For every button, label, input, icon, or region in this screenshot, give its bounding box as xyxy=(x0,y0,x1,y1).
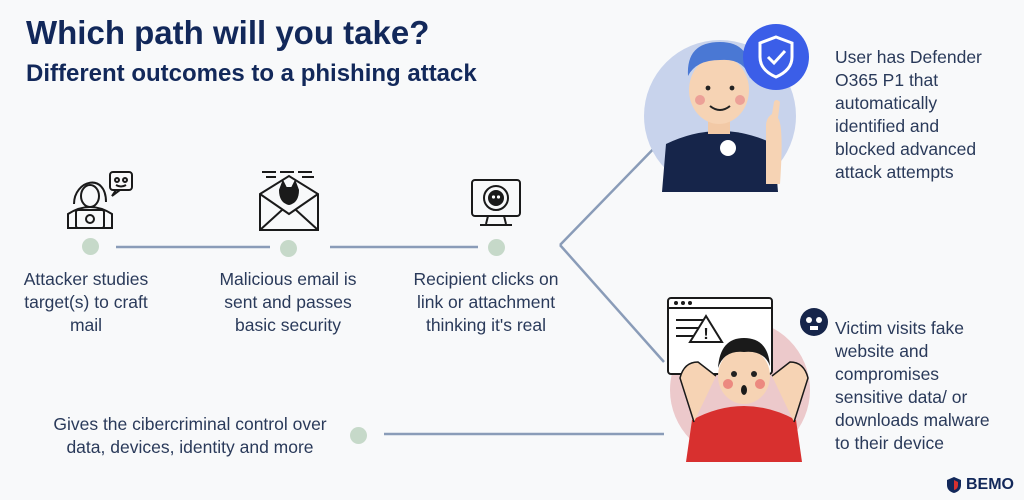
step-3-line-1: Recipient clicks on xyxy=(413,269,559,289)
step-dot-2 xyxy=(280,240,297,257)
step-3-text: Recipient clicks on link or attachment t… xyxy=(386,268,586,337)
victim-line-1: Victim visits fake xyxy=(835,318,965,338)
victim-line-4: sensitive data/ or xyxy=(835,387,968,407)
svg-text:!: ! xyxy=(703,326,708,343)
bemo-shield-logo xyxy=(947,477,961,493)
step-1-line-1: Attacker studies xyxy=(23,269,149,289)
protected-line-4: identified and xyxy=(835,116,940,136)
consequence-line-1-text: Gives the cibercriminal control over xyxy=(53,414,327,434)
victim-illustration: ! xyxy=(667,297,828,462)
protected-line-3: automatically xyxy=(835,93,938,113)
page-subtitle: Different outcomes to a phishing attack xyxy=(26,60,477,87)
brand-name: BEMO xyxy=(966,476,1014,493)
step-3-line-3: thinking it's real xyxy=(425,315,547,335)
step-1-line-3: mail xyxy=(69,315,103,335)
bemo-logo: BEMO xyxy=(946,476,1014,494)
victim-line-5: downloads malware xyxy=(835,410,990,430)
victim-line-2: website and xyxy=(835,341,929,361)
victim-line-3: compromises xyxy=(835,364,940,384)
branch-line-up xyxy=(559,139,663,246)
page-title: Which path will you take? xyxy=(26,14,430,51)
consequence-text: Gives the cibercriminal control over dat… xyxy=(20,413,360,459)
step-3-line-2: link or attachment xyxy=(416,292,556,312)
victim-line-6: to their device xyxy=(835,433,944,453)
step-dot-1 xyxy=(82,238,99,255)
step-dot-3 xyxy=(488,239,505,256)
protected-outcome-text: User has Defender O365 P1 that automatic… xyxy=(835,46,982,184)
victim-outcome-text: Victim visits fake website and compromis… xyxy=(835,317,990,455)
protected-user-illustration xyxy=(644,24,809,192)
hacker-icon xyxy=(67,171,133,229)
protected-line-5: blocked advanced xyxy=(835,139,977,159)
protected-line-1: User has Defender xyxy=(835,47,982,67)
consequence-line-2-text: data, devices, identity and more xyxy=(66,437,314,457)
step-1-line-2: target(s) to craft xyxy=(24,292,148,312)
protected-line-6: attack attempts xyxy=(835,162,954,182)
consequence-dot xyxy=(350,427,367,444)
step-2-line-2: sent and passes xyxy=(224,292,352,312)
step-2-line-3: basic security xyxy=(234,315,341,335)
protected-line-2: O365 P1 that xyxy=(835,70,939,90)
skull-icon xyxy=(800,308,828,336)
step-1-text: Attacker studies target(s) to craft mail xyxy=(0,268,186,337)
step-2-line-1: Malicious email is xyxy=(219,269,357,289)
step-2-text: Malicious email is sent and passes basic… xyxy=(188,268,388,337)
skull-gear-icon xyxy=(471,179,521,226)
malicious-email-icon xyxy=(259,171,319,231)
branch-line-down xyxy=(559,244,665,363)
